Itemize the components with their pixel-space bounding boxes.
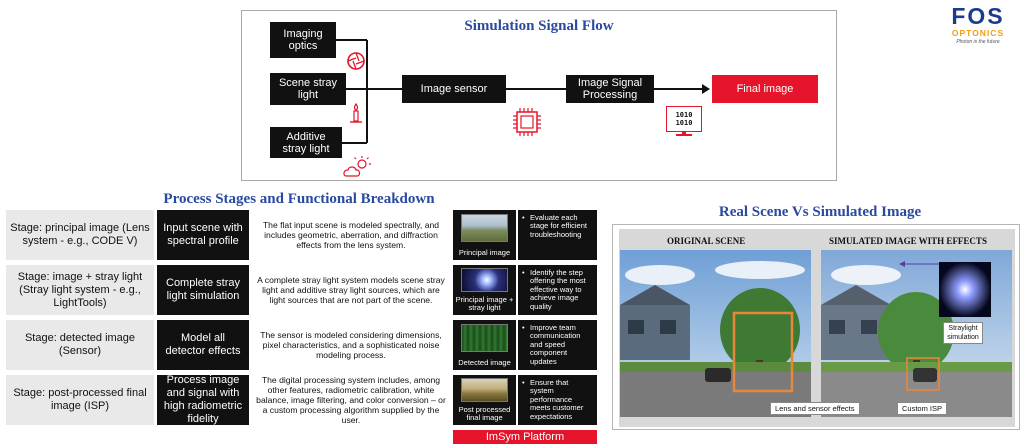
stage-cell: Stage: post-processed final image (ISP) bbox=[6, 375, 154, 425]
stage-text: Stage: principal image (Lens system - e.… bbox=[10, 222, 150, 247]
custom-isp-text: Custom ISP bbox=[902, 404, 943, 413]
scene-stray-light-label: Scene stray light bbox=[278, 77, 338, 101]
function-cell: Input scene with spectral profile bbox=[157, 210, 249, 260]
stage-text: Stage: detected image (Sensor) bbox=[24, 332, 136, 357]
signal-flow-title: Simulation Signal Flow bbox=[464, 18, 614, 34]
final-arrowhead bbox=[702, 84, 710, 94]
function-text: Model all detector effects bbox=[165, 332, 241, 357]
final-image-thumbnail bbox=[461, 378, 508, 402]
custom-isp-tag: Custom ISP bbox=[897, 402, 948, 415]
isp-label: Image Signal Processing bbox=[577, 77, 643, 101]
principal-image-thumbnail bbox=[461, 214, 508, 242]
isp-to-final-connector bbox=[654, 88, 704, 90]
thumbnail-cell: Post processed final image bbox=[453, 375, 516, 425]
description-cell: A complete stray light system models sce… bbox=[251, 265, 451, 315]
stage-cell: Stage: principal image (Lens system - e.… bbox=[6, 210, 154, 260]
stray-light-thumbnail bbox=[461, 268, 508, 292]
thumbnail-caption: Principal image bbox=[458, 248, 511, 257]
straylight-simulation-text: Straylight simulation bbox=[947, 325, 979, 341]
logo-tagline: Photon is the future bbox=[956, 39, 1000, 45]
benefit-text: Improve team communication and speed com… bbox=[530, 323, 581, 366]
function-cell: Complete stray light simulation bbox=[157, 265, 249, 315]
straylight-simulation-tag: Straylight simulation bbox=[943, 322, 983, 344]
isp-box: Image Signal Processing bbox=[566, 75, 654, 103]
thumbnail-cell: Detected image bbox=[453, 320, 516, 370]
sun-cloud-icon bbox=[343, 156, 371, 177]
to-sensor-connector bbox=[367, 88, 402, 90]
optics-connector bbox=[336, 39, 367, 41]
thumbnail-caption: Detected image bbox=[458, 358, 511, 367]
imsym-platform-banner: ImSym Platform bbox=[453, 430, 597, 444]
thumbnail-caption: Post processed final image bbox=[458, 405, 511, 422]
final-image-box: Final image bbox=[712, 75, 818, 103]
function-cell: Process image and signal with high radio… bbox=[157, 374, 249, 425]
function-text: Input scene with spectral profile bbox=[163, 222, 243, 247]
process-stages-title: Process Stages and Functional Breakdown bbox=[163, 191, 435, 207]
simulated-scene-image bbox=[821, 250, 1012, 417]
benefit-cell: Improve team communication and speed com… bbox=[518, 320, 597, 370]
flow-vertical-connector bbox=[366, 40, 368, 143]
description-cell: The digital processing system includes, … bbox=[251, 375, 451, 425]
description-text: The flat input scene is modeled spectral… bbox=[262, 219, 440, 251]
original-scene-illustration bbox=[620, 250, 811, 417]
final-image-label: Final image bbox=[736, 83, 794, 95]
simulated-image-label: SIMULATED IMAGE WITH EFFECTS bbox=[829, 236, 987, 246]
stage-cell: Stage: image + stray light (Stray light … bbox=[6, 265, 154, 315]
benefit-text: Identify the step offering the most effe… bbox=[530, 268, 586, 311]
benefit-cell: Identify the step offering the most effe… bbox=[518, 265, 597, 315]
logo-main-text: FOS bbox=[951, 3, 1005, 29]
thumbnail-cell: Principal image + stray light bbox=[453, 265, 516, 315]
candle-icon bbox=[350, 103, 362, 123]
detected-image-thumbnail bbox=[461, 324, 508, 352]
description-cell: The flat input scene is modeled spectral… bbox=[251, 210, 451, 260]
function-cell: Model all detector effects bbox=[157, 320, 249, 370]
lens-sensor-effects-text: Lens and sensor effects bbox=[775, 404, 855, 413]
aperture-icon bbox=[347, 52, 365, 70]
stray-connector bbox=[346, 88, 367, 90]
stage-text: Stage: image + stray light (Stray light … bbox=[17, 270, 143, 309]
thumbnail-caption: Principal image + stray light bbox=[455, 295, 514, 312]
description-text: A complete stray light system models sce… bbox=[257, 274, 445, 306]
imaging-optics-label: Imaging optics bbox=[283, 28, 323, 52]
description-cell: The sensor is modeled considering dimens… bbox=[251, 320, 451, 370]
imaging-optics-box: Imaging optics bbox=[270, 22, 336, 58]
monitor-icon: 1010 1010 bbox=[664, 106, 704, 140]
original-scene-image bbox=[620, 250, 811, 417]
chip-icon bbox=[513, 108, 541, 136]
thumbnail-cell: Principal image bbox=[453, 210, 516, 260]
scene-stray-light-box: Scene stray light bbox=[270, 73, 346, 105]
function-text: Process image and signal with high radio… bbox=[163, 374, 243, 425]
image-sensor-label: Image sensor bbox=[420, 83, 488, 95]
sensor-to-isp-connector bbox=[506, 88, 566, 90]
description-text: The sensor is modeled considering dimens… bbox=[260, 329, 442, 361]
comparison-title: Real Scene Vs Simulated Image bbox=[718, 204, 922, 220]
original-scene-label: ORIGINAL SCENE bbox=[667, 236, 746, 246]
fos-optonics-logo: FOS OPTONICS Photon is the future bbox=[938, 4, 1018, 56]
signal-flow-diagram: Simulation Signal Flow Imaging optics Sc… bbox=[241, 10, 837, 181]
simulated-scene-illustration bbox=[821, 250, 1012, 417]
additive-connector bbox=[342, 142, 367, 144]
stage-text: Stage: post-processed final image (ISP) bbox=[13, 387, 147, 412]
benefit-cell: Ensure that system performance meets cus… bbox=[518, 375, 597, 425]
additive-stray-light-label: Additive stray light bbox=[282, 130, 330, 155]
additive-stray-light-box: Additive stray light bbox=[270, 127, 342, 158]
description-text: The digital processing system includes, … bbox=[256, 374, 446, 426]
benefit-text: Evaluate each stage for efficient troubl… bbox=[530, 213, 587, 239]
stage-cell: Stage: detected image (Sensor) bbox=[6, 320, 154, 370]
benefit-cell: Evaluate each stage for efficient troubl… bbox=[518, 210, 597, 260]
benefit-text: Ensure that system performance meets cus… bbox=[530, 378, 584, 421]
logo-sub-text: OPTONICS bbox=[951, 28, 1005, 38]
lens-sensor-effects-tag: Lens and sensor effects bbox=[770, 402, 860, 415]
image-sensor-box: Image sensor bbox=[402, 75, 506, 103]
monitor-text: 1010 1010 bbox=[666, 106, 702, 132]
function-text: Complete stray light simulation bbox=[166, 277, 240, 302]
